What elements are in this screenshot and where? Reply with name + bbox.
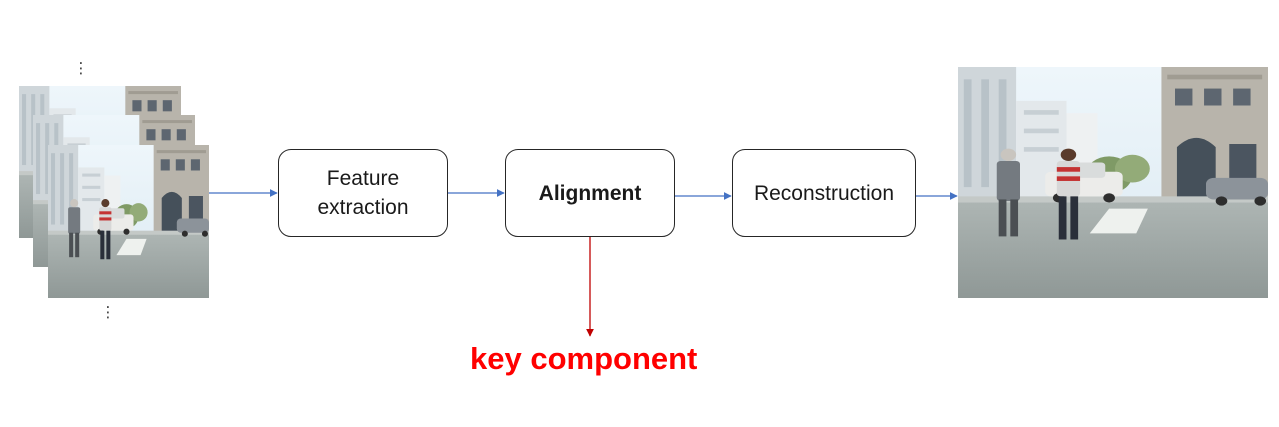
input-frame-3: [48, 145, 209, 298]
reconstruction-box: Reconstruction: [732, 149, 916, 237]
reconstruction-label: Reconstruction: [753, 181, 895, 205]
output-frame: [958, 67, 1268, 298]
feature-extraction-label-line-2: extraction: [317, 196, 409, 219]
feature-extraction-label-line-1: Feature: [326, 167, 400, 190]
more-frames-above-ellipsis: ⋮: [73, 60, 89, 77]
alignment-label: Alignment: [538, 181, 642, 205]
more-frames-below-ellipsis: ⋮: [100, 304, 116, 321]
alignment-box: Alignment: [505, 149, 675, 237]
feature-extraction-box: Feature extraction: [278, 149, 448, 237]
key-component-label: key component: [470, 341, 698, 376]
